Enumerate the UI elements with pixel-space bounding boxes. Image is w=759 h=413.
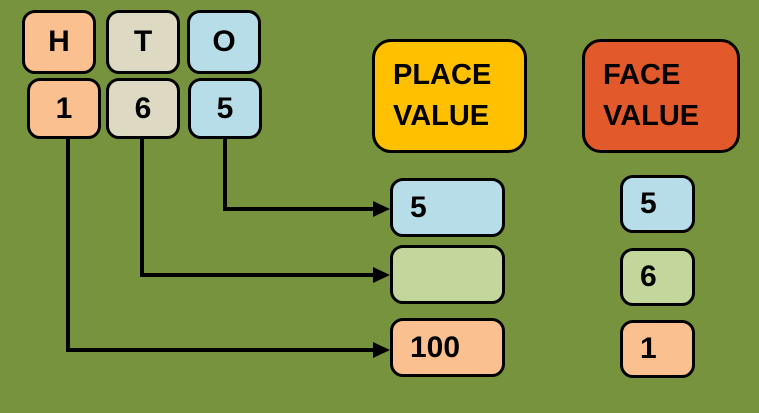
arrow-hundreds-to-place-value: [66, 138, 390, 358]
face-value-ones-box: 5: [620, 175, 695, 233]
ones-digit: 5: [216, 91, 234, 125]
hundreds-header-box: H: [22, 10, 96, 74]
face-value-title-box: FACE VALUE: [582, 39, 740, 153]
face-value-tens: 6: [640, 260, 657, 293]
face-value-hundreds: 1: [640, 332, 657, 365]
ones-header-label: O: [212, 25, 236, 58]
face-value-ones: 5: [640, 187, 657, 220]
hundreds-header-label: H: [48, 25, 70, 58]
place-value-tens-box: [390, 245, 505, 304]
arrow-ones-to-place-value: [223, 138, 390, 217]
place-value-hundreds: 100: [410, 330, 461, 364]
hundreds-digit: 1: [55, 91, 73, 125]
hundreds-digit-box: 1: [27, 78, 101, 139]
place-value-ones: 5: [410, 190, 427, 224]
place-value-title-line1: PLACE: [393, 58, 492, 91]
arrow-tens-to-place-value: [140, 138, 390, 283]
tens-header-box: T: [106, 10, 180, 74]
tens-digit-box: 6: [106, 78, 180, 139]
ones-header-box: O: [187, 10, 261, 74]
tens-digit: 6: [134, 91, 152, 125]
ones-digit-box: 5: [188, 78, 262, 139]
place-value-hundreds-box: 100: [390, 318, 505, 377]
face-value-title-line2: VALUE: [603, 100, 700, 132]
place-value-title-box: PLACE VALUE: [372, 39, 527, 153]
place-value-ones-box: 5: [390, 178, 505, 237]
face-value-hundreds-box: 1: [620, 320, 695, 378]
face-value-title-line1: FACE: [603, 58, 681, 91]
face-value-tens-box: 6: [620, 248, 695, 306]
tens-header-label: T: [133, 25, 153, 58]
place-value-title-line2: VALUE: [393, 100, 490, 132]
